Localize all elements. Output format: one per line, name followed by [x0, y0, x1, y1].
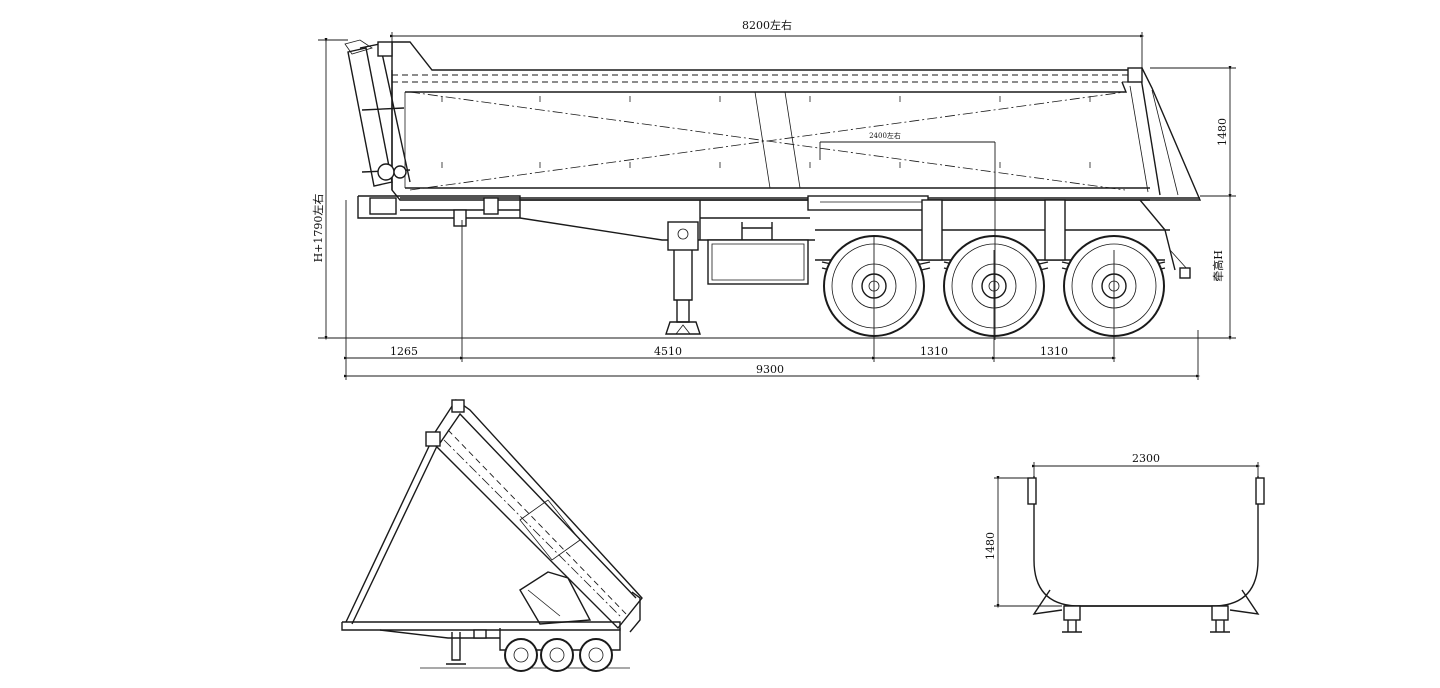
- dim-inner-length: 2400左右: [869, 131, 901, 140]
- dim-box-height: 1480: [1216, 118, 1229, 146]
- dim-top-length: 8200左右: [742, 18, 792, 32]
- rear-view: 2300 1480: [984, 452, 1265, 633]
- side-view: 8200左右 2400左右 1480 牵高H H+1790左右 1265 451…: [311, 18, 1236, 380]
- tipped-view: [341, 399, 643, 672]
- dim-total-height: H+1790左右: [311, 194, 325, 263]
- dim-axle-spacing-1: 1310: [920, 345, 948, 358]
- dim-hitch-height: 牵高H: [1211, 250, 1225, 282]
- dim-total-length: 9300: [756, 363, 784, 376]
- dim-rear-width: 2300: [1132, 452, 1160, 465]
- chassis-frame: [357, 195, 1150, 285]
- landing-gear: [665, 221, 701, 335]
- hydraulic-cylinder: [344, 39, 411, 187]
- dim-kingpin-to-axle: 4510: [654, 345, 682, 358]
- dim-front: 1265: [390, 345, 418, 358]
- dim-axle-spacing-2: 1310: [1040, 345, 1068, 358]
- side-dimensions: [318, 32, 1236, 380]
- dump-body: [391, 41, 1202, 201]
- dim-rear-height: 1480: [984, 532, 997, 560]
